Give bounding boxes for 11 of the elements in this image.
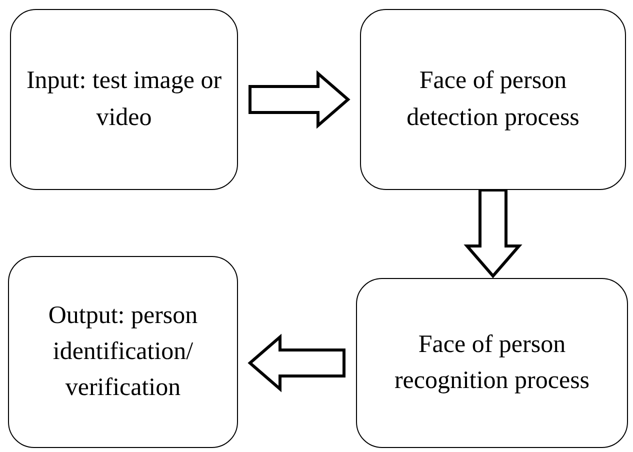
block-arrow [248,70,350,129]
block-arrow [248,334,346,392]
process-box [356,278,628,448]
block-arrow [464,188,522,278]
process-box [360,9,626,190]
box-label: Input: test image or video [25,66,223,132]
process-box [10,9,238,190]
box-label: Face of person recognition process [393,330,591,396]
box-label: Face of person detection process [406,66,580,132]
box-label: Output: person identification/ verification [47,300,199,404]
process-box [8,256,238,448]
